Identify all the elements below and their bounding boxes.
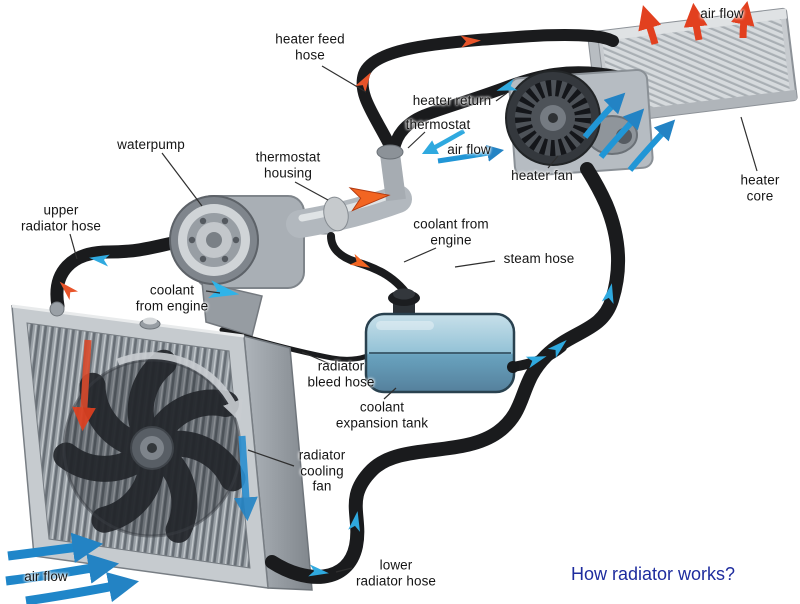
label-heater-core: heater core: [740, 172, 780, 203]
label-radiator-bleed-hose: radiator bleed hose: [307, 358, 375, 389]
cold-coolant-down-arrow: [234, 435, 258, 522]
fan-rotation-arrow: [116, 352, 243, 422]
coolant-to-thermostat-arrow: [421, 129, 466, 155]
thermostat-housing-part: [286, 144, 412, 238]
fan-blades: [53, 349, 246, 543]
label-heater-return: heater return: [412, 93, 492, 109]
label-coolant-from-engine-left: coolant from engine: [135, 282, 209, 313]
airflow-into-blower-arrow: [437, 144, 505, 164]
blower-cage: [515, 80, 591, 156]
heater-fan-part: [505, 68, 654, 178]
label-waterpump: waterpump: [117, 137, 185, 153]
label-radiator-cooling-fan: radiator cooling fan: [298, 447, 346, 494]
label-upper-radiator-hose: upper radiator hose: [20, 202, 102, 233]
label-coolant-expansion-tank: coolant expansion tank: [335, 399, 429, 430]
label-thermostat-housing: thermostat housing: [255, 149, 321, 180]
upper-radiator-hose-part: [50, 234, 189, 313]
label-lower-radiator-hose: lower radiator hose: [355, 557, 437, 588]
label-thermostat: thermostat: [405, 117, 471, 133]
label-air-flow-bottom: air flow: [24, 569, 68, 585]
thermostat-cap: [376, 144, 404, 160]
airflow-into-radiator-arrows: [5, 532, 140, 604]
hot-coolant-down-arrow: [72, 339, 96, 432]
label-heater-fan: heater fan: [511, 168, 573, 184]
flow-arrows: [5, 0, 755, 604]
label-air-flow-top: air flow: [700, 6, 744, 22]
page-title: How radiator works?: [571, 564, 736, 584]
thermostat-neck: [380, 152, 406, 202]
expansion-tank-part: [364, 288, 519, 394]
label-steam-hose: steam hose: [503, 251, 575, 267]
hot-airflow-arrows: [638, 0, 755, 45]
lower-radiator-hose-part: [265, 162, 626, 584]
radiator-inlet-neck: [49, 301, 65, 317]
cold-airflow-into-core-arrows: [582, 92, 676, 172]
label-coolant-from-engine-center: coolant from engine: [413, 216, 489, 247]
leader-lines: [69, 65, 758, 573]
label-air-flow-center: air flow: [447, 142, 491, 158]
cooling-fan-part: [53, 349, 246, 543]
label-heater-feed-hose: heater feed hose: [275, 31, 345, 62]
